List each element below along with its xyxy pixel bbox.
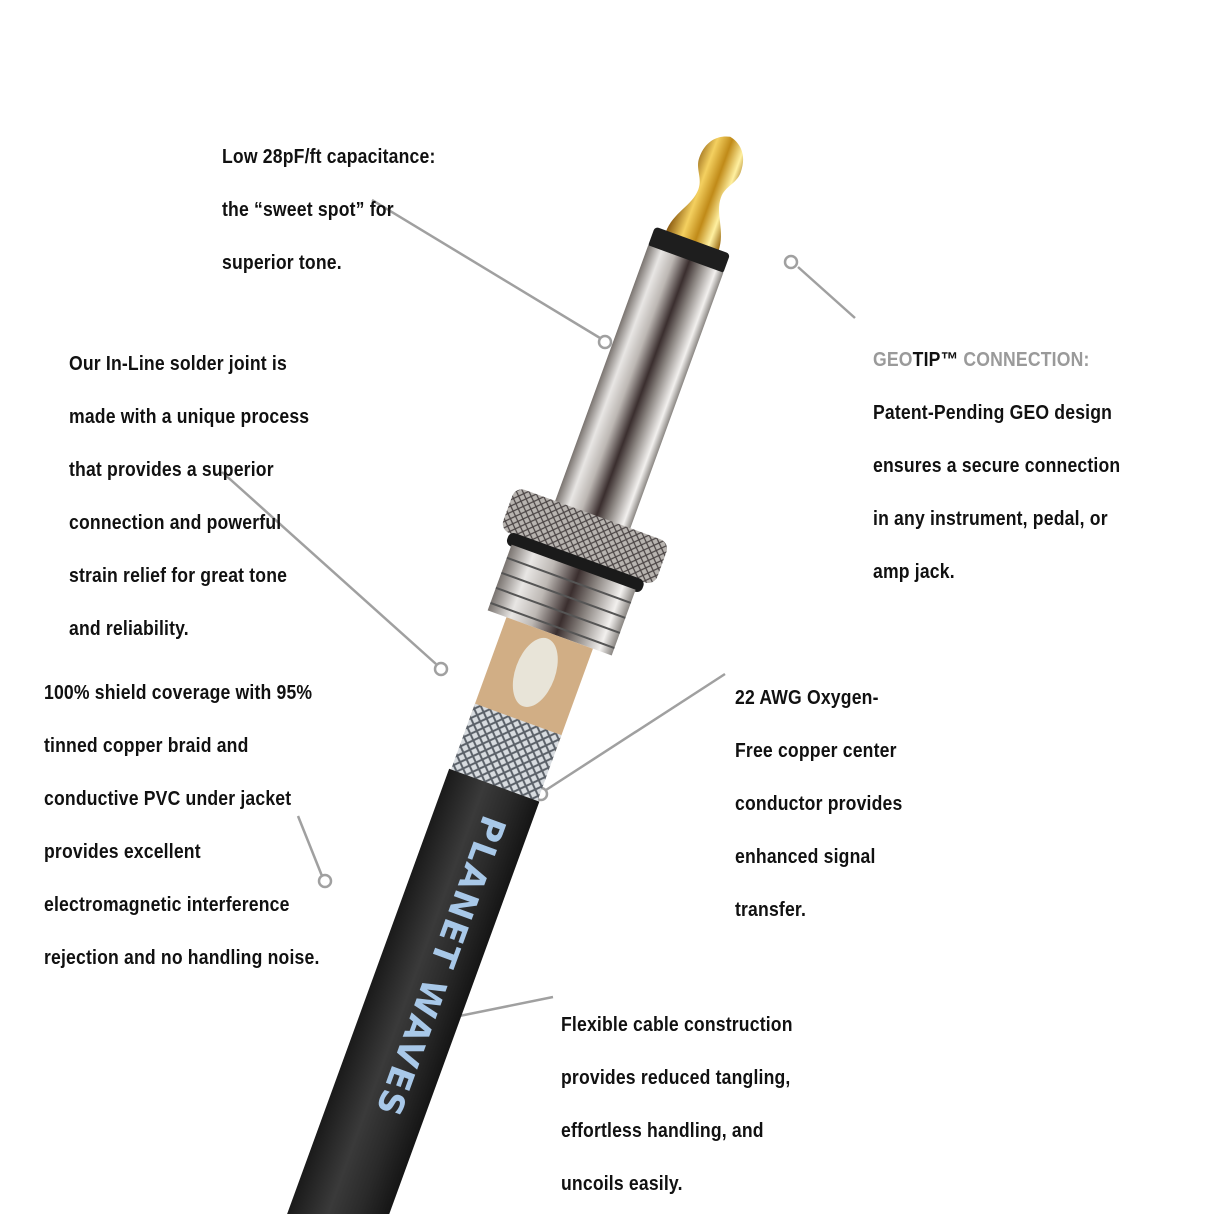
chrome-shaft <box>552 245 724 536</box>
callout-line: that provides a superior <box>69 458 274 481</box>
callout-line: uncoils easily. <box>561 1172 683 1195</box>
callout-line: enhanced signal <box>735 845 876 868</box>
callout-line: made with a unique process <box>69 405 310 428</box>
insulator-ring <box>648 227 730 274</box>
callout-heading: GEOTIP™ CONNECTION: <box>873 347 1120 374</box>
callout-line: strain relief for great tone <box>69 564 288 587</box>
heading-suffix: CONNECTION: <box>958 348 1090 371</box>
callout-line: tinned copper braid and <box>44 734 249 757</box>
callout-line: connection and powerful <box>69 511 282 534</box>
gold-tip <box>665 136 744 252</box>
callout-line: provides excellent <box>44 840 201 863</box>
callout-line: 100% shield coverage with 95% <box>44 681 313 704</box>
callout-line: Free copper center <box>735 739 897 762</box>
threaded-barrel <box>487 544 636 656</box>
callout-capacitance: Low 28pF/ft capacitance: the “sweet spot… <box>222 117 436 303</box>
plug-group: PLANET WAVES <box>271 136 744 1214</box>
callout-line: transfer. <box>735 898 807 921</box>
callout-line: ensures a secure connection <box>873 454 1121 477</box>
callout-line: the “sweet spot” for <box>222 198 394 221</box>
callout-shield: 100% shield coverage with 95% tinned cop… <box>44 653 320 998</box>
callout-line: effortless handling, and <box>561 1119 764 1142</box>
callout-line: amp jack. <box>873 560 955 583</box>
callout-line: rejection and no handling noise. <box>44 946 320 969</box>
callout-solder-joint: Our In-Line solder joint is made with a … <box>69 324 309 669</box>
callout-line: Patent-Pending GEO design <box>873 401 1113 424</box>
callout-geotip: GEOTIP™ CONNECTION: Patent-Pending GEO d… <box>873 320 1120 612</box>
knurled-nut <box>502 489 668 584</box>
callout-line: Low 28pF/ft capacitance: <box>222 145 436 168</box>
callout-line: and reliability. <box>69 617 189 640</box>
callout-line: electromagnetic interference <box>44 893 290 916</box>
callout-line: provides reduced tangling, <box>561 1066 791 1089</box>
callout-line: Our In-Line solder joint is <box>69 352 287 375</box>
cable-jacket <box>271 768 540 1214</box>
callout-line: superior tone. <box>222 251 342 274</box>
heading-bold: TIP™ <box>912 348 959 371</box>
callout-line: in any instrument, pedal, or <box>873 507 1108 530</box>
callout-flexible: Flexible cable construction provides red… <box>561 985 793 1224</box>
heading-prefix: GEO <box>873 348 913 371</box>
callout-line: 22 AWG Oxygen- <box>735 686 879 709</box>
callout-conductor: 22 AWG Oxygen- Free copper center conduc… <box>735 658 902 950</box>
callout-line: conductive PVC under jacket <box>44 787 292 810</box>
callout-line: conductor provides <box>735 792 903 815</box>
callout-line: Flexible cable construction <box>561 1013 793 1036</box>
